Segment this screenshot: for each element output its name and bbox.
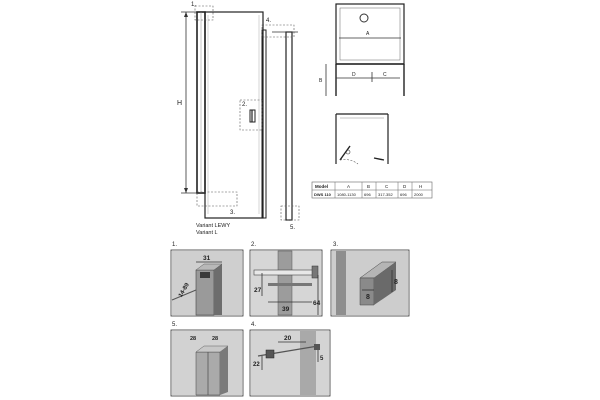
detail-3-dim-8a: 8 <box>366 294 370 301</box>
table-cell-a: 1080-1130 <box>337 192 357 197</box>
dimension-h-label: H <box>177 100 182 107</box>
detail-3-label: 3. <box>333 242 338 248</box>
detail-5-dim-28a: 28 <box>190 336 196 342</box>
table-cell-model: DWS 110 <box>314 192 332 197</box>
table-header-a: A <box>347 184 350 189</box>
detail-5: 5. 28 28 <box>170 322 244 397</box>
detail-2-dim-27: 27 <box>254 287 262 294</box>
variant-line-2: Variant L <box>196 230 218 236</box>
detail-4-label: 4. <box>251 322 256 328</box>
detail-1-dim-31: 31 <box>203 255 211 262</box>
table-cell-b: 696 <box>364 192 371 197</box>
detail-3: 3. 8 8 <box>330 242 410 317</box>
callout-1: 1. <box>191 2 196 8</box>
spec-table: Model A B C D H DWS 110 1080-1130 696 31… <box>311 181 433 199</box>
table-header-c: C <box>385 184 389 189</box>
detail-2-dim-64: 64 <box>313 300 321 307</box>
plan-view-door-swing <box>335 113 389 165</box>
callout-5: 5. <box>290 225 295 231</box>
detail-5-label: 5. <box>172 322 177 328</box>
detail-4-dim-20: 20 <box>284 335 292 342</box>
detail-1-label: 1. <box>172 242 177 248</box>
callout-3: 3. <box>230 210 235 216</box>
dimension-d-label: D <box>352 72 356 78</box>
table-header-b: B <box>367 184 370 189</box>
table-cell-c: 317-352 <box>378 192 393 197</box>
detail-2-dim-39: 39 <box>282 306 290 313</box>
detail-3-dim-8b: 8 <box>394 279 398 286</box>
variant-line-1: Variant LEWY <box>196 223 230 229</box>
dimension-a-label: A <box>366 31 370 37</box>
detail-2-label: 2. <box>251 242 256 248</box>
plan-view-top: A D C B <box>319 3 405 96</box>
detail-4: 4. 20 22 5 <box>249 322 331 397</box>
detail-4-dim-5: 5 <box>320 356 324 362</box>
table-cell-h: 2000 <box>414 192 424 197</box>
table-cell-d: 696 <box>400 192 407 197</box>
table-header-model: Model <box>315 184 328 189</box>
door-elevation: H 1. 2. 4. 3. 5. Variant LEWY Variant L <box>177 2 300 236</box>
callout-2: 2. <box>242 102 247 108</box>
detail-5-dim-28b: 28 <box>212 336 218 342</box>
table-header-d: D <box>403 184 407 189</box>
callout-4: 4. <box>266 18 271 24</box>
table-header-h: H <box>419 184 422 189</box>
detail-2: 2. 27 39 64 <box>249 242 323 317</box>
detail-1: 1. 31 14-89 <box>170 242 244 317</box>
dimension-c-label: C <box>383 72 387 78</box>
detail-4-dim-22: 22 <box>253 362 260 368</box>
dimension-b-label: B <box>319 78 323 84</box>
